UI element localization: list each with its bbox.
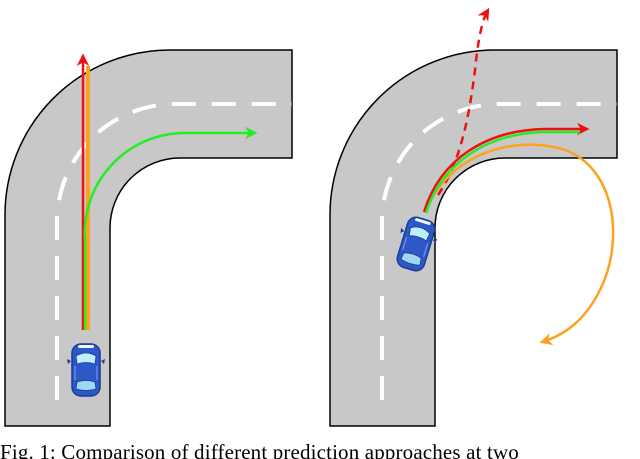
ground-truth-green-right (424, 130, 580, 214)
figure-caption: Fig. 1: Comparison of different predicti… (0, 440, 519, 459)
prediction-red-right (422, 122, 590, 213)
right-scenario (329, 7, 618, 427)
road-left (4, 49, 293, 427)
car-top-view-icon (66, 343, 106, 397)
prediction-orange-right (423, 143, 615, 346)
road-right (329, 49, 618, 427)
ground-truth-green-left (83, 126, 258, 330)
left-scenario (4, 49, 293, 427)
